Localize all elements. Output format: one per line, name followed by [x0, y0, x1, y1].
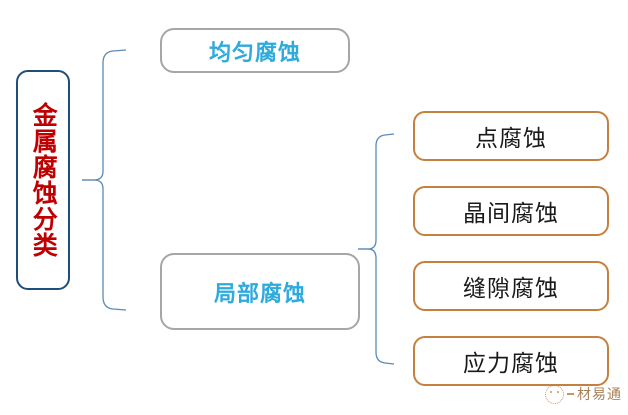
node-intergranular-corrosion[interactable]: 晶间腐蚀 [413, 186, 609, 236]
node-localized-corrosion-label: 局部腐蚀 [213, 280, 306, 307]
node-intergranular-corrosion-label: 晶间腐蚀 [463, 201, 559, 227]
node-uniform-corrosion[interactable]: 均匀腐蚀 [160, 28, 350, 73]
watermark-label: 材易通 [577, 387, 622, 403]
node-stress-corrosion-label: 应力腐蚀 [463, 351, 559, 377]
node-uniform-corrosion-label: 均匀腐蚀 [208, 39, 301, 66]
node-crevice-corrosion[interactable]: 缝隙腐蚀 [413, 261, 609, 311]
watermark-dash-icon [567, 393, 574, 395]
node-stress-corrosion[interactable]: 应力腐蚀 [413, 336, 609, 386]
watermark-logo-icon [545, 384, 564, 404]
connector-brace-root [82, 49, 126, 311]
node-pitting-corrosion[interactable]: 点腐蚀 [413, 111, 609, 161]
root-node-label: 金属腐蚀分类 [29, 102, 59, 258]
connector-brace-localized [358, 133, 394, 365]
node-pitting-corrosion-label: 点腐蚀 [475, 126, 547, 152]
node-localized-corrosion[interactable]: 局部腐蚀 [160, 253, 360, 330]
root-node-metal-corrosion-classification[interactable]: 金属腐蚀分类 [16, 70, 70, 290]
watermark: 材易通 [545, 384, 622, 404]
node-crevice-corrosion-label: 缝隙腐蚀 [463, 276, 559, 302]
